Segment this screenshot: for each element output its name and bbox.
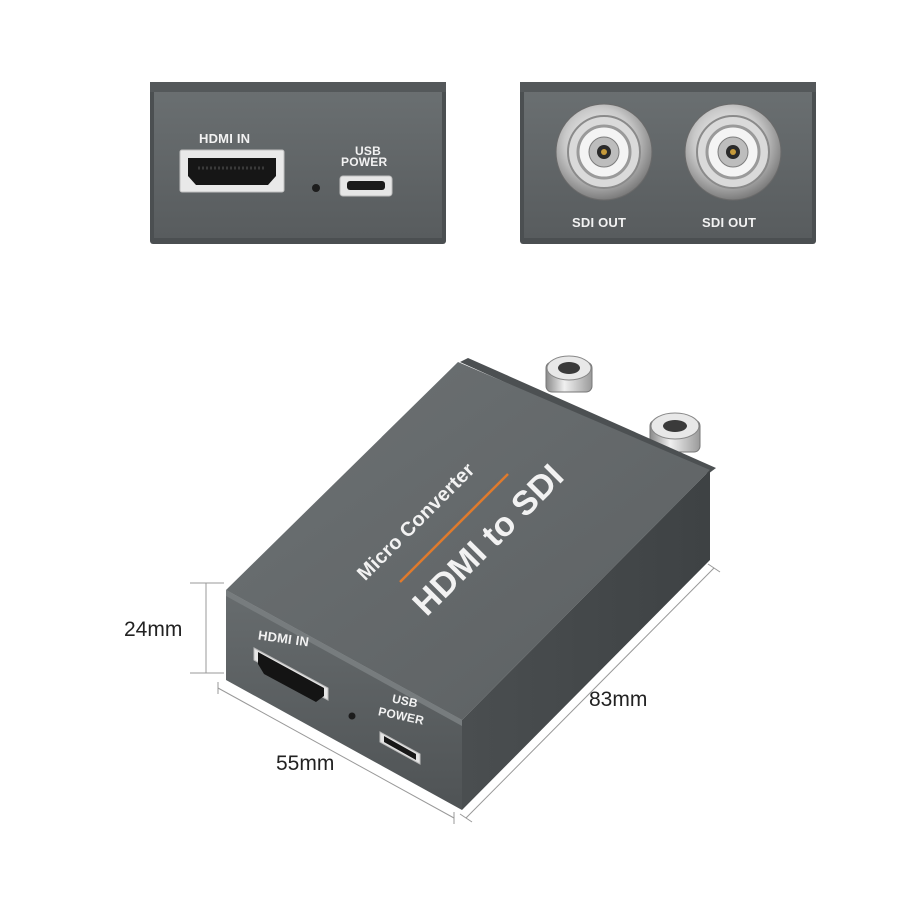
accent-line — [399, 473, 509, 583]
device-micro-usb-port-icon — [379, 731, 421, 765]
device-bnc-connector-front-icon — [649, 412, 701, 453]
sdi-bnc-connector-right-icon — [684, 103, 782, 201]
dimension-length-label: 83mm — [589, 688, 648, 711]
back-panel-view — [520, 82, 816, 244]
sdi-bnc-connector-left-icon — [555, 103, 653, 201]
back-sdi-right-label: SDI OUT — [702, 215, 757, 230]
hdmi-port-icon — [179, 149, 285, 193]
device-hdmi-port-icon — [253, 647, 329, 702]
front-usb-label-line1: USB — [355, 144, 381, 158]
front-hdmi-label: HDMI IN — [199, 131, 251, 146]
front-panel-view — [150, 82, 446, 244]
led-hole-icon — [312, 184, 320, 192]
device-led-hole-icon — [348, 712, 356, 720]
back-sdi-left-label: SDI OUT — [572, 215, 627, 230]
front-usb-label-line2: POWER — [341, 155, 388, 169]
dimension-lines — [190, 563, 721, 824]
dimension-width-label: 55mm — [276, 752, 335, 775]
device-bnc-connector-rear-icon — [545, 355, 593, 393]
dimension-height-label: 24mm — [124, 618, 183, 641]
micro-usb-port-icon — [339, 175, 393, 197]
